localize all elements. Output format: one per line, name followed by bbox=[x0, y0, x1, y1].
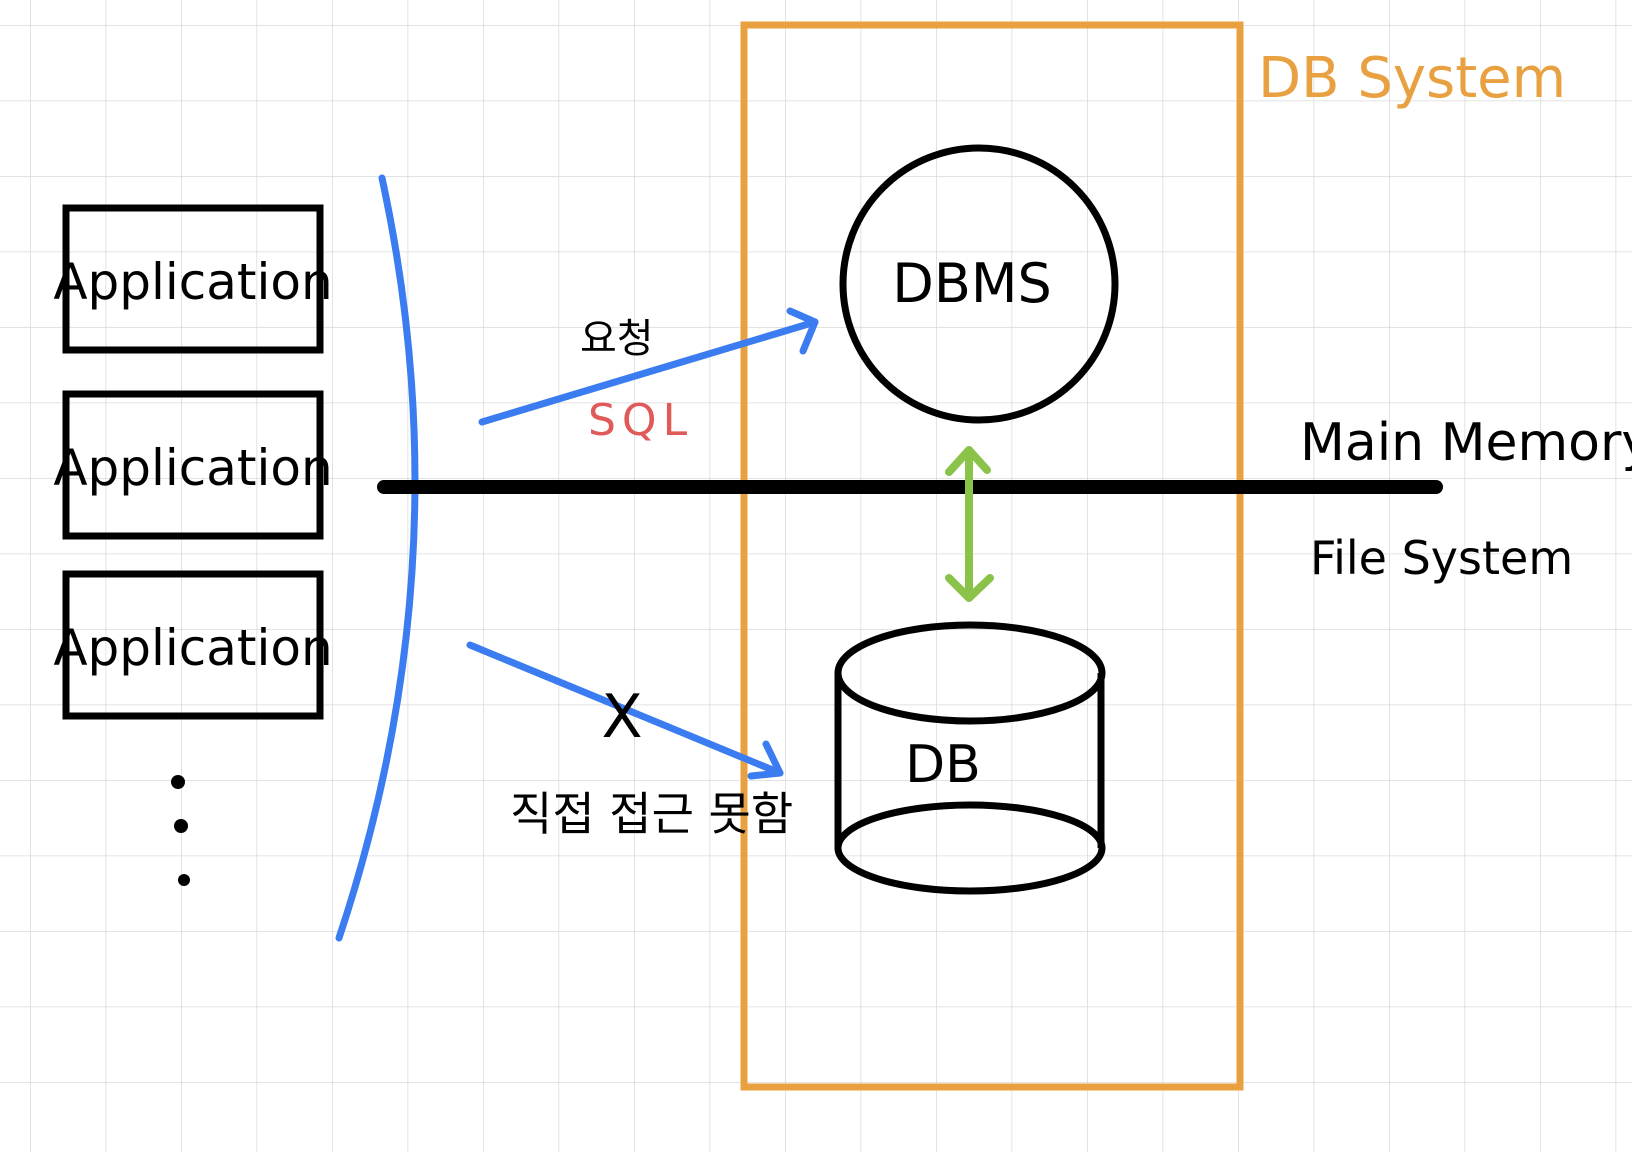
more-applications-dots bbox=[171, 775, 190, 886]
direct-access-label: 직접 접근 못함 bbox=[510, 787, 793, 841]
db-cylinder: DB bbox=[834, 621, 1106, 895]
request-arrow bbox=[478, 307, 819, 426]
db-system-box bbox=[740, 21, 1244, 1091]
application-box-1: Application bbox=[53, 204, 333, 354]
dbms-db-double-arrow bbox=[945, 446, 994, 602]
main-memory-label: Main Memory bbox=[1300, 413, 1632, 473]
sql-label: SQL bbox=[588, 395, 693, 446]
dbms-label: DBMS bbox=[892, 252, 1052, 315]
file-system-label: File System bbox=[1310, 531, 1573, 585]
application-box-2: Application bbox=[53, 390, 333, 540]
application-label-1: Application bbox=[53, 253, 332, 311]
request-label: 요청 bbox=[580, 316, 654, 362]
application-box-3: Application bbox=[53, 570, 333, 720]
application-label-2: Application bbox=[53, 439, 332, 497]
dbms-node: DBMS bbox=[839, 144, 1119, 424]
blocked-x-mark: X bbox=[601, 682, 642, 752]
db-label: DB bbox=[905, 735, 981, 795]
db-system-label: DB System bbox=[1258, 46, 1566, 111]
application-boundary-curve bbox=[335, 174, 419, 942]
application-label-3: Application bbox=[53, 619, 332, 677]
direct-access-arrow bbox=[466, 641, 784, 780]
